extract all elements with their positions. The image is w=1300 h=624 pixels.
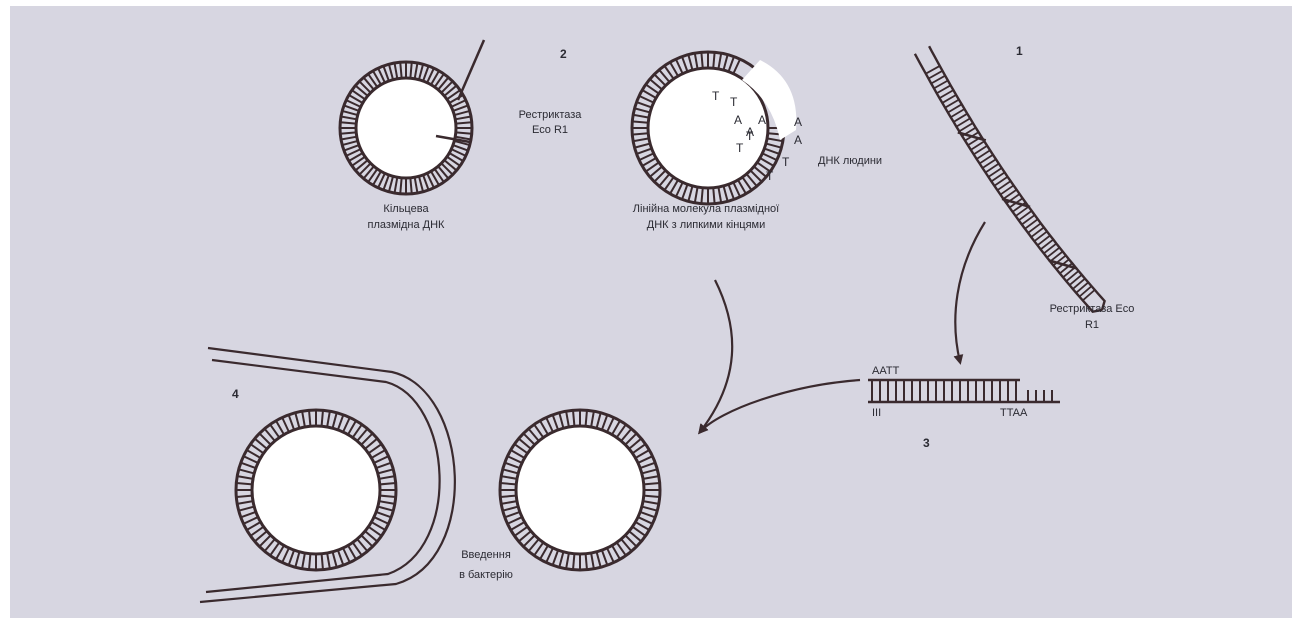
base-pair-rung <box>380 483 396 484</box>
restrictase-human-label-1: Рестриктаза Eco <box>1050 303 1135 315</box>
base-pair-rung <box>644 496 660 497</box>
base-pair-rung <box>632 133 648 134</box>
fragment-top-left-label: AATT <box>872 365 900 377</box>
fragment-bottom-right-label: TTAA <box>1000 407 1028 419</box>
base-pair-rung <box>236 483 252 484</box>
circular-plasmid-label-2: плазмідна ДНК <box>368 219 445 231</box>
base-pair-rung <box>456 122 472 123</box>
base-pair-rung <box>573 554 574 570</box>
step-number-4: 4 <box>232 387 239 401</box>
restrictase-label-2: Eco R1 <box>532 124 568 136</box>
bacterium-plasmid-ring <box>236 410 396 570</box>
sticky-base-inner: T <box>730 95 738 109</box>
base-pair-rung <box>322 410 323 426</box>
base-pair-rung <box>713 188 714 204</box>
sticky-base-inner: T <box>746 129 754 143</box>
fragment-bottom-left-label: III <box>872 407 881 419</box>
base-pair-rung <box>456 132 472 133</box>
base-pair-rung <box>309 410 310 426</box>
base-pair-rung <box>309 554 310 570</box>
restrictase-human-label-2: R1 <box>1085 319 1099 331</box>
human-dna-label: ДНК людини <box>818 155 882 167</box>
base-pair-rung <box>713 52 714 68</box>
step-number-1: 1 <box>1016 44 1023 58</box>
sticky-base-inner: T <box>736 141 744 155</box>
sticky-base-outer: A <box>794 133 802 147</box>
base-pair-rung <box>632 121 648 122</box>
base-pair-rung <box>573 410 574 426</box>
linear-plasmid-label-1: Лінійна молекула плазмідної <box>633 203 779 215</box>
linear-plasmid-label-2: ДНК з липкими кінцями <box>647 219 766 231</box>
sticky-base-inner: A <box>758 113 766 127</box>
sticky-base-inner: T <box>712 89 720 103</box>
recombinant-plasmid-ring <box>500 410 660 570</box>
base-pair-rung <box>410 62 411 78</box>
base-pair-rung <box>380 496 396 497</box>
intro-label-1: Введення <box>461 549 511 561</box>
step-number-2: 2 <box>560 47 567 61</box>
base-pair-rung <box>500 483 516 484</box>
ring-inner-strand <box>516 426 644 554</box>
base-pair-rung <box>701 188 702 204</box>
base-pair-rung <box>500 496 516 497</box>
step-number-3: 3 <box>923 436 930 450</box>
base-pair-rung <box>340 122 356 123</box>
sticky-base-inner: A <box>734 113 742 127</box>
intro-label-2: в бактерію <box>459 569 513 581</box>
sticky-base-outer: A <box>794 115 802 129</box>
base-pair-rung <box>644 483 660 484</box>
ring-inner-strand <box>252 426 380 554</box>
base-pair-rung <box>701 52 702 68</box>
base-pair-rung <box>236 496 252 497</box>
base-pair-rung <box>400 62 401 78</box>
base-pair-rung <box>400 178 401 194</box>
base-pair-rung <box>340 132 356 133</box>
base-pair-rung <box>322 554 323 570</box>
circular-plasmid-ring <box>340 62 472 194</box>
base-pair-rung <box>586 410 587 426</box>
sticky-base-outer: T <box>766 169 774 183</box>
circular-plasmid-label-1: Кільцева <box>383 203 429 215</box>
base-pair-rung <box>586 554 587 570</box>
sticky-base-outer: T <box>782 155 790 169</box>
base-pair-rung <box>410 178 411 194</box>
restrictase-label-1: Рестриктаза <box>519 109 583 121</box>
ring-inner-strand <box>356 78 456 178</box>
